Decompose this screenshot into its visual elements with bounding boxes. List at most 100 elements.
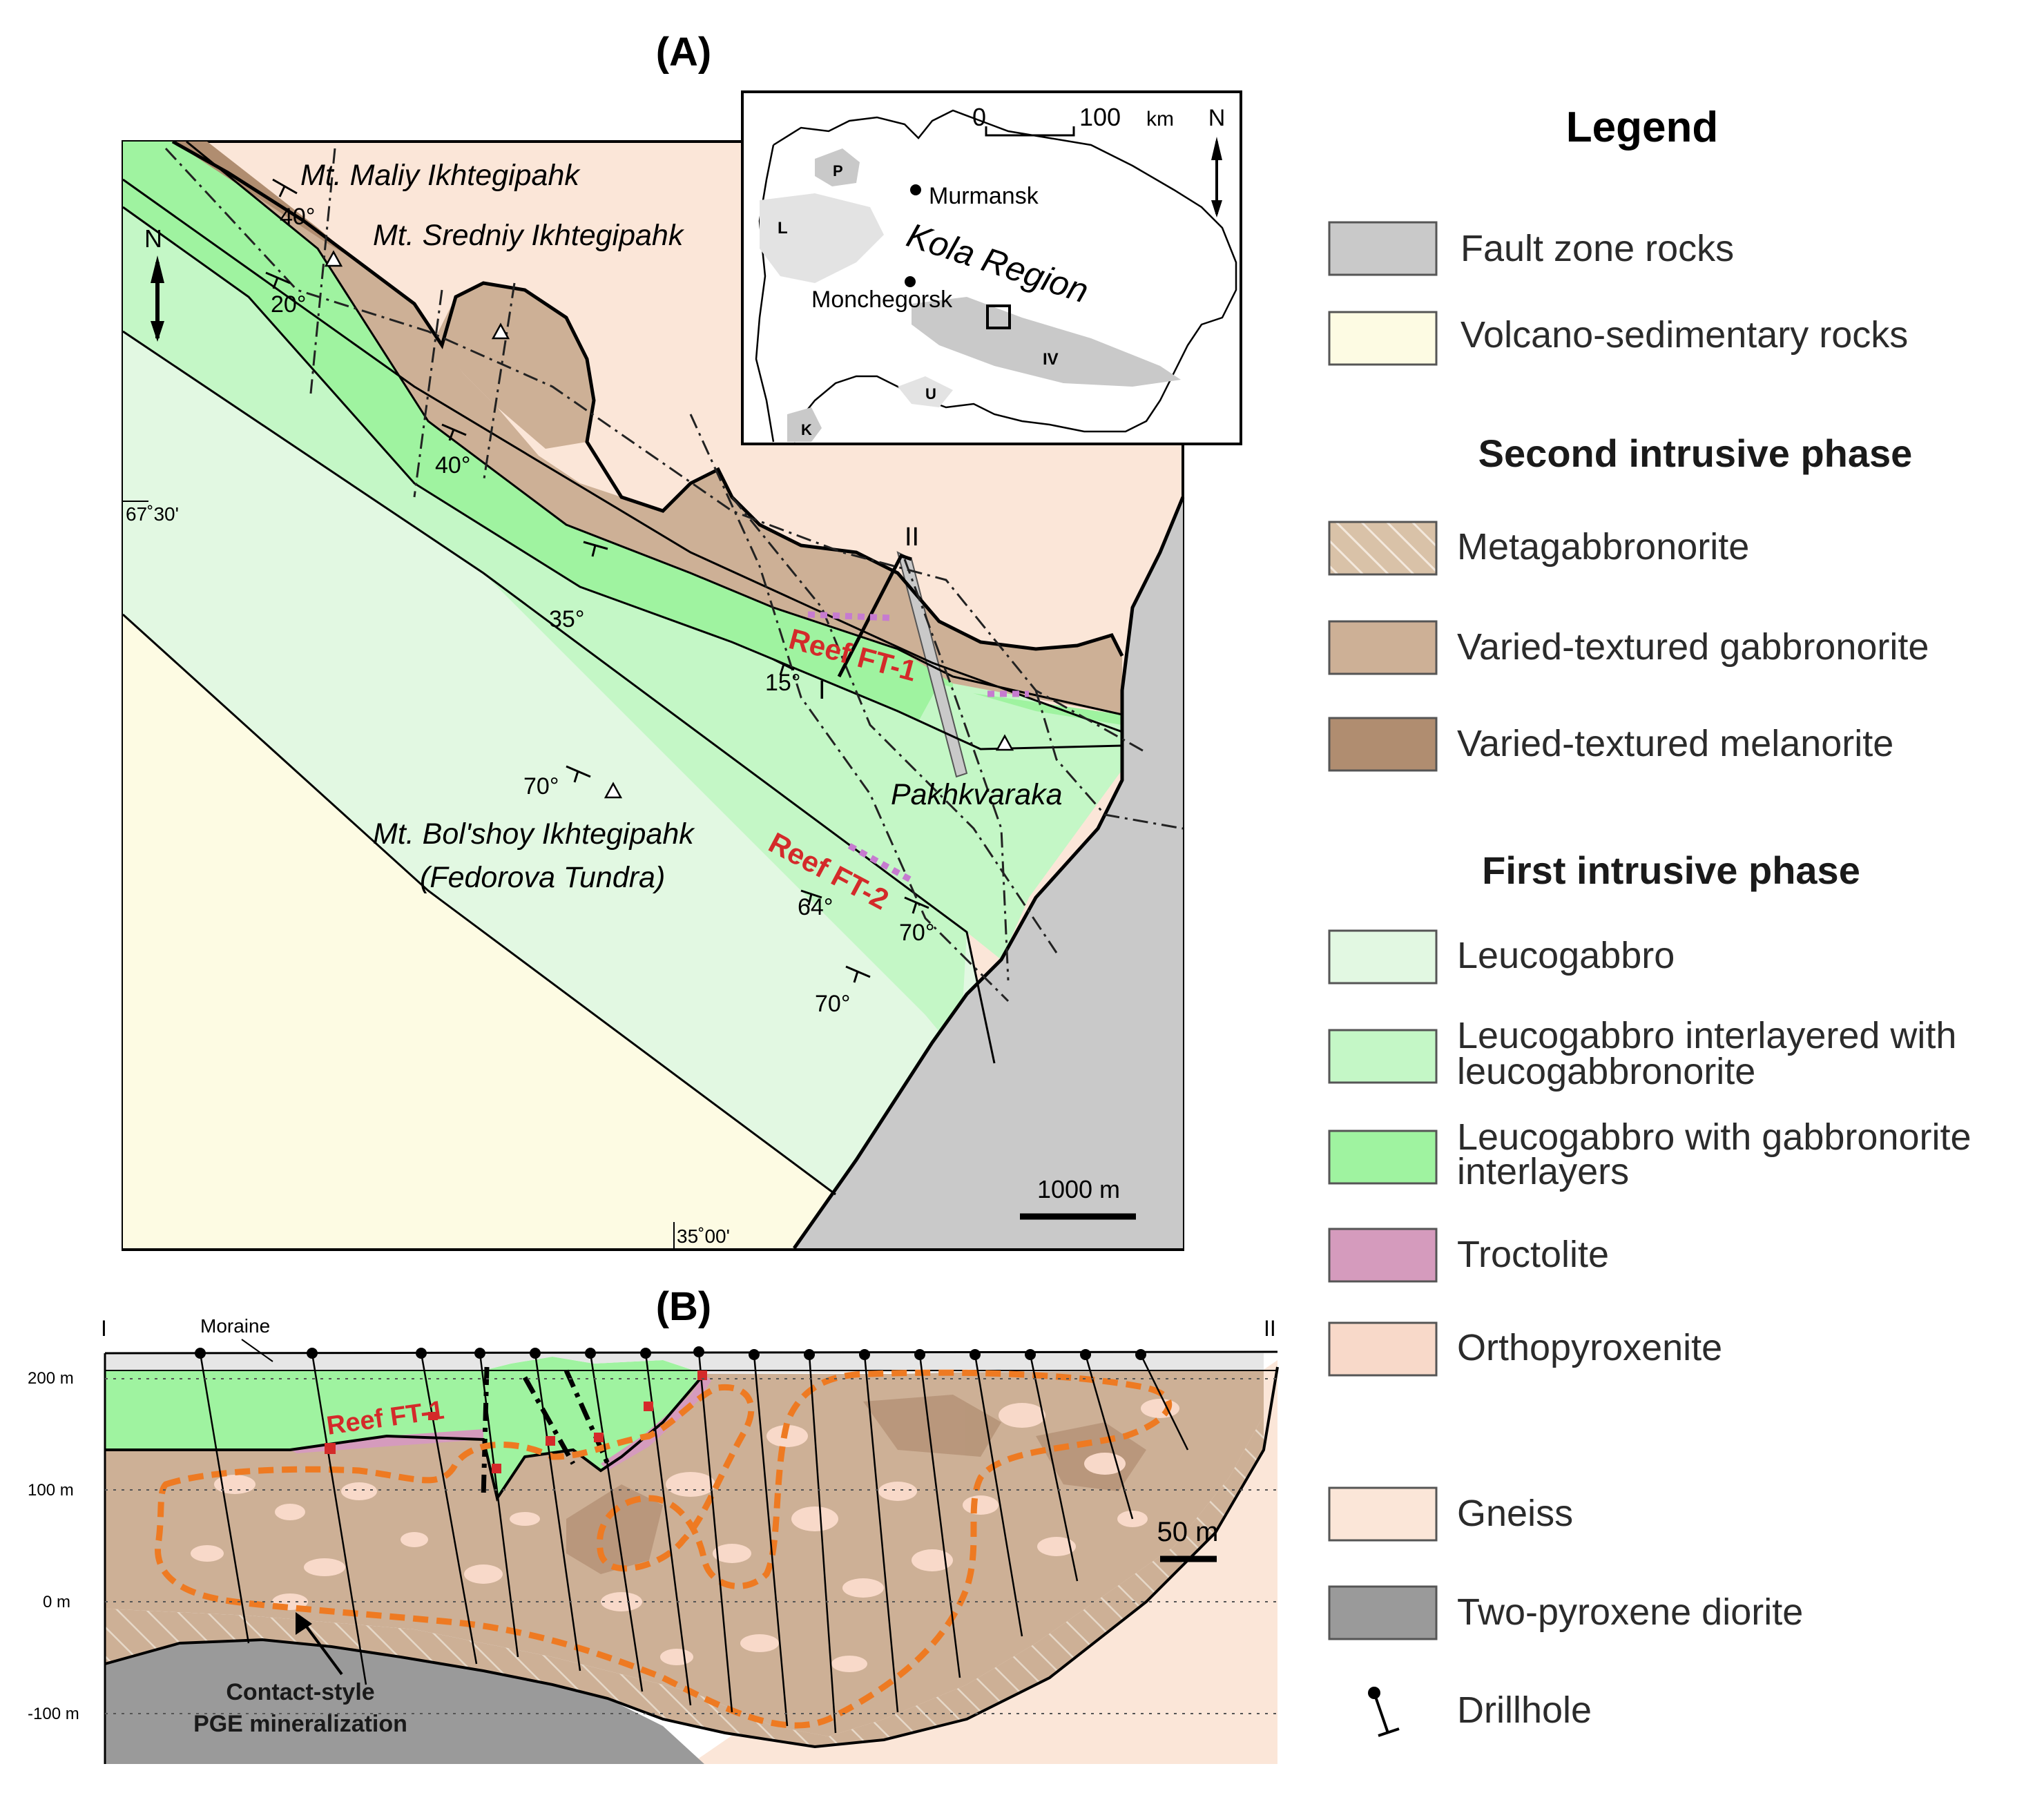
peak-triangles bbox=[324, 250, 1014, 799]
label-lon: 35˚00' bbox=[677, 1225, 730, 1247]
fault-zone-area bbox=[794, 497, 1183, 1248]
cross-section: 200 m 100 m 0 m -100 m I II Moraine Reef… bbox=[28, 1315, 1279, 1764]
swatch-troctolite bbox=[1328, 1228, 1438, 1283]
legend-fault: Fault zone rocks bbox=[1460, 228, 1734, 269]
map-north-label: N bbox=[144, 224, 162, 253]
label-maliy: Mt. Maliy Ikhtegipahk bbox=[300, 159, 581, 192]
section-leucogabbro-layer bbox=[105, 1357, 704, 1498]
inset-zone-u-label: U bbox=[925, 385, 936, 403]
swatch-fault bbox=[1328, 221, 1438, 276]
inset-west-coast bbox=[755, 144, 775, 443]
note-line-2: PGE mineralization bbox=[193, 1711, 407, 1737]
svg-text:40°: 40° bbox=[280, 204, 315, 230]
gabbronorite-interlayered-area bbox=[123, 142, 1122, 749]
section-troctolite-2 bbox=[601, 1374, 711, 1471]
legend-troctolite: Troctolite bbox=[1457, 1234, 1609, 1275]
elev-minus100: -100 m bbox=[28, 1705, 79, 1723]
panel-a-label: (A) bbox=[656, 30, 712, 75]
section-gabbronorite bbox=[105, 1370, 1264, 1736]
legend-diorite: Two-pyroxene diorite bbox=[1457, 1591, 1803, 1633]
map-scale-label: 1000 m bbox=[1037, 1175, 1120, 1203]
swatch-gneiss bbox=[1328, 1486, 1438, 1542]
legend-volcano: Volcano-sedimentary rocks bbox=[1460, 314, 1908, 356]
label-section-I: I bbox=[818, 676, 826, 705]
inset-scale-unit: km bbox=[1146, 108, 1174, 130]
moraine-label: Moraine bbox=[200, 1315, 270, 1337]
inset-north-label: N bbox=[1208, 105, 1226, 131]
drillhole-collars bbox=[195, 1346, 1146, 1360]
label-lat: 67˚30' bbox=[126, 503, 179, 525]
volcano-sedimentary-area bbox=[123, 614, 836, 1248]
inset-scale-bar bbox=[985, 126, 1075, 137]
elev-200: 200 m bbox=[28, 1369, 74, 1388]
svg-text:70°: 70° bbox=[815, 991, 850, 1017]
inset-north-arrow bbox=[1211, 137, 1222, 217]
moraine-leader bbox=[241, 1339, 273, 1362]
leucogabbro-area bbox=[123, 331, 994, 1194]
legend-first-head: First intrusive phase bbox=[1482, 849, 1860, 892]
swatch-orthopyroxenite bbox=[1328, 1321, 1438, 1377]
legend-leucogabbro: Leucogabbro bbox=[1457, 935, 1675, 976]
legend-title: Legend bbox=[1566, 104, 1718, 151]
inset-zone-iv bbox=[912, 297, 1181, 387]
legend: Legend Fault zone rocks Volcano-sediment… bbox=[1328, 104, 1971, 1737]
north-arrow bbox=[151, 255, 164, 342]
elev-100: 100 m bbox=[28, 1481, 74, 1500]
inset-scale-zero: 0 bbox=[972, 103, 986, 131]
section-start-label: I bbox=[101, 1316, 107, 1341]
label-bolshoy: Mt. Bol'shoy Ikhtegipahk bbox=[373, 817, 695, 851]
inset-map: 0 100 km N Murmansk Monchegorsk Kola Reg… bbox=[741, 90, 1242, 445]
contact-lines bbox=[122, 139, 1185, 1250]
swatch-gabbronorite bbox=[1328, 1130, 1438, 1185]
sredniy-peak bbox=[435, 283, 594, 449]
reef-ft1-trace bbox=[807, 611, 891, 621]
label-sredniy: Mt. Sredniy Ikhtegipahk bbox=[373, 219, 685, 252]
legend-metagabbro: Metagabbronorite bbox=[1457, 526, 1749, 568]
label-fedorova: (Fedorova Tundra) bbox=[420, 861, 665, 894]
swatch-metagabbro bbox=[1328, 521, 1438, 576]
inset-monchegorsk: Monchegorsk bbox=[811, 287, 953, 313]
melanorite-band bbox=[173, 142, 359, 262]
label-section-II: II bbox=[905, 523, 919, 552]
swatch-interlayered bbox=[1328, 1029, 1438, 1084]
swatch-varied-gabbro bbox=[1328, 620, 1438, 675]
legend-drillhole: Drillhole bbox=[1457, 1689, 1592, 1731]
dip-symbols bbox=[265, 178, 929, 983]
inset-zone-l bbox=[760, 193, 884, 283]
inset-zone-l-label: L bbox=[778, 219, 788, 238]
inset-zone-p bbox=[815, 148, 860, 186]
svg-text:15°: 15° bbox=[765, 670, 800, 696]
swatch-melanorite bbox=[1328, 717, 1438, 772]
section-diorite bbox=[105, 1640, 704, 1764]
drillholes bbox=[199, 1351, 1189, 1734]
legend-gneiss: Gneiss bbox=[1457, 1493, 1573, 1534]
inset-murmansk: Murmansk bbox=[929, 183, 1039, 209]
legend-second-head: Second intrusive phase bbox=[1478, 432, 1913, 475]
svg-text:70°: 70° bbox=[523, 773, 559, 799]
svg-text:20°: 20° bbox=[271, 291, 306, 318]
svg-text:35°: 35° bbox=[549, 606, 584, 632]
section-end-label: II bbox=[1264, 1316, 1276, 1341]
monchegorsk-dot bbox=[905, 276, 916, 287]
drillhole-icon bbox=[1368, 1687, 1400, 1737]
swatch-diorite bbox=[1328, 1585, 1438, 1640]
section-line bbox=[837, 553, 912, 678]
legend-gabbronorite-2: interlayers bbox=[1457, 1151, 1629, 1192]
swatch-leucogabbro bbox=[1328, 929, 1438, 985]
panel-b-label: (B) bbox=[656, 1284, 712, 1329]
inset-zone-p-label: P bbox=[833, 162, 843, 180]
contact-pge-outline bbox=[155, 1369, 1173, 1729]
study-area-box bbox=[986, 304, 1011, 329]
reef-markers bbox=[325, 1370, 707, 1473]
legend-varied-gabbro: Varied-textured gabbronorite bbox=[1457, 626, 1929, 668]
note-line-1: Contact-style bbox=[226, 1679, 374, 1705]
section-scale-label: 50 m bbox=[1157, 1517, 1219, 1547]
legend-orthopyroxenite: Orthopyroxenite bbox=[1457, 1327, 1722, 1368]
legend-gabbronorite-1: Leucogabbro with gabbronorite bbox=[1457, 1116, 1971, 1158]
note-arrowhead bbox=[296, 1612, 312, 1635]
inset-zone-k-label: K bbox=[801, 421, 812, 438]
legend-interlayered-1: Leucogabbro interlayered with bbox=[1457, 1015, 1956, 1056]
inset-scale-hundred: 100 bbox=[1079, 103, 1121, 131]
inset-zone-k bbox=[787, 407, 822, 442]
